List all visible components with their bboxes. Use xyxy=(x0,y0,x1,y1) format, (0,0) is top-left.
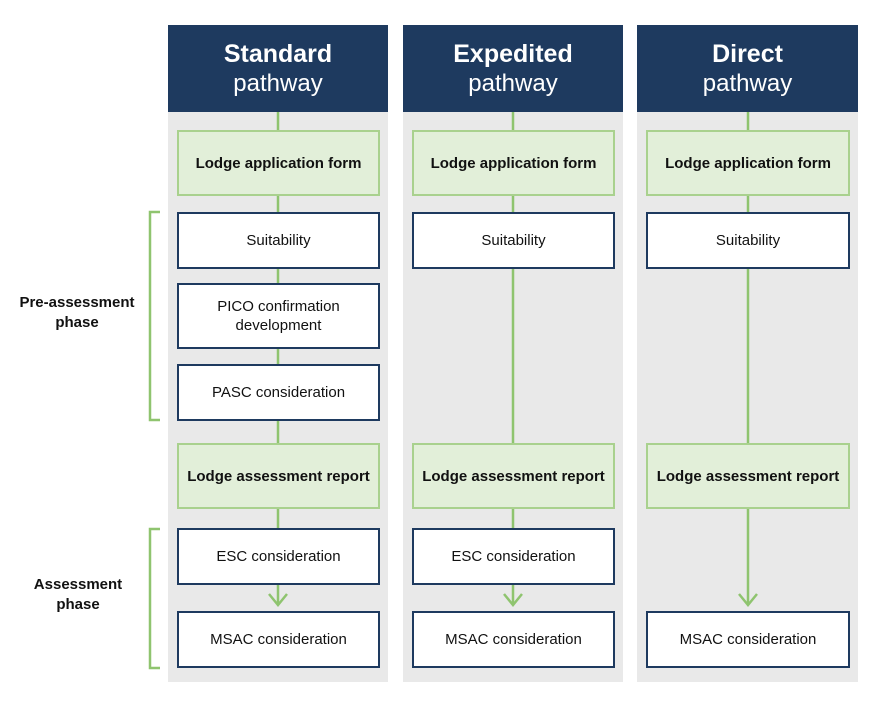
standard-pico-step: PICO confirmation development xyxy=(177,283,380,349)
direct-title: Direct xyxy=(712,40,783,68)
assessment-bracket xyxy=(148,527,160,670)
direct-suitability-step: Suitability xyxy=(646,212,850,269)
pre-assessment-bracket xyxy=(148,210,160,422)
expedited-title: Expedited xyxy=(453,40,573,68)
standard-esc-step: ESC consideration xyxy=(177,528,380,585)
standard-title: Standard xyxy=(223,40,333,68)
direct-arrow-icon xyxy=(738,593,758,607)
direct-lodge-assessment-step: Lodge assessment report xyxy=(646,443,850,509)
expedited-arrow-icon xyxy=(503,593,523,607)
expedited-esc-step: ESC consideration xyxy=(412,528,615,585)
standard-lodge-assessment-step: Lodge assessment report xyxy=(177,443,380,509)
standard-suitability-step: Suitability xyxy=(177,212,380,269)
standard-pasc-step: PASC consideration xyxy=(177,364,380,421)
standard-arrow-icon xyxy=(268,593,288,607)
standard-header: Standard pathway xyxy=(168,25,388,112)
direct-subtitle: pathway xyxy=(702,70,793,97)
expedited-lodge-application-step: Lodge application form xyxy=(412,130,615,196)
direct-header: Direct pathway xyxy=(637,25,858,112)
assessment-phase-label: Assessment phase xyxy=(33,576,123,613)
direct-lodge-application-step: Lodge application form xyxy=(646,130,850,196)
pre-assessment-phase-label: Pre-assessment phase xyxy=(19,294,135,331)
expedited-msac-step: MSAC consideration xyxy=(412,611,615,668)
expedited-lodge-assessment-step: Lodge assessment report xyxy=(412,443,615,509)
expedited-suitability-step: Suitability xyxy=(412,212,615,269)
standard-msac-step: MSAC consideration xyxy=(177,611,380,668)
standard-lodge-application-step: Lodge application form xyxy=(177,130,380,196)
expedited-header: Expedited pathway xyxy=(403,25,623,112)
expedited-subtitle: pathway xyxy=(468,70,558,97)
direct-msac-step: MSAC consideration xyxy=(646,611,850,668)
standard-subtitle: pathway xyxy=(233,70,323,97)
